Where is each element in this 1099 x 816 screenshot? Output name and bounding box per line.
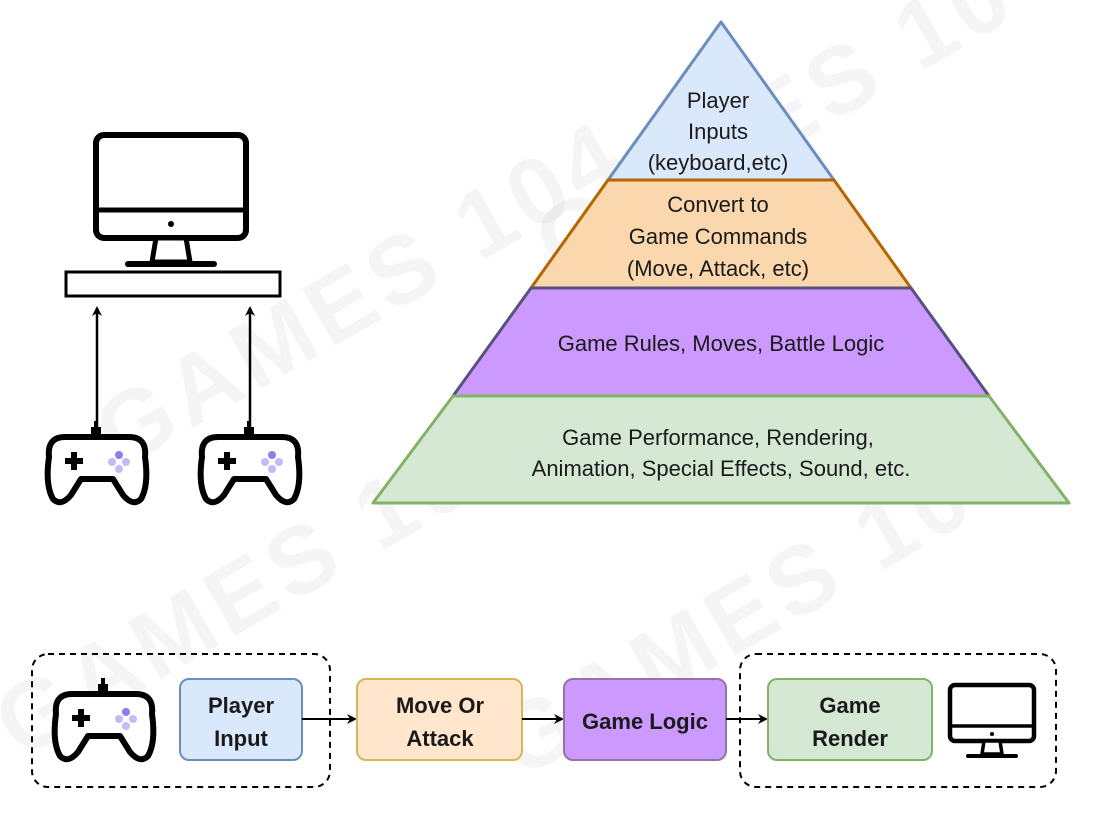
game-logic-label: Game Logic bbox=[582, 709, 708, 734]
game-render-label: Render bbox=[812, 726, 888, 751]
gamepad-icon bbox=[197, 421, 303, 506]
gamepad-icon bbox=[44, 421, 150, 506]
monitor-icon bbox=[947, 682, 1037, 758]
pipeline-flow: Player Input Move Or Attack Game Logic G… bbox=[31, 653, 1057, 788]
move-or-attack-label: Attack bbox=[406, 726, 474, 751]
pyramid-label: Game Rules, Moves, Battle Logic bbox=[558, 331, 884, 356]
input-group-dashed bbox=[31, 653, 331, 788]
move-or-attack-box: Move Or Attack bbox=[356, 678, 523, 761]
keyboard-icon bbox=[64, 270, 282, 298]
pyramid-label: Inputs bbox=[688, 119, 748, 144]
pyramid-label: Game Performance, Rendering, bbox=[562, 425, 874, 450]
computer-setup bbox=[44, 132, 303, 506]
player-input-label: Input bbox=[214, 726, 268, 751]
pyramid-label: Player bbox=[687, 88, 749, 113]
pyramid-label: Convert to bbox=[667, 192, 769, 217]
gamepad-icon bbox=[51, 678, 157, 763]
player-input-label: Player bbox=[208, 693, 274, 718]
pyramid-label: (keyboard,etc) bbox=[648, 150, 789, 175]
pyramid: Player Inputs (keyboard,etc) Convert to … bbox=[371, 20, 1071, 505]
player-input-box: Player Input bbox=[179, 678, 303, 761]
game-render-label: Game bbox=[819, 693, 880, 718]
render-group-dashed bbox=[739, 653, 1057, 788]
pyramid-label: Animation, Special Effects, Sound, etc. bbox=[532, 456, 911, 481]
game-render-box: Game Render bbox=[767, 678, 933, 761]
pyramid-layer-game-performance bbox=[371, 394, 1071, 505]
move-or-attack-label: Move Or bbox=[396, 693, 484, 718]
pyramid-label: Game Commands bbox=[629, 224, 808, 249]
pyramid-label: (Move, Attack, etc) bbox=[627, 256, 809, 281]
game-logic-box: Game Logic bbox=[563, 678, 727, 761]
monitor-icon bbox=[93, 132, 249, 267]
